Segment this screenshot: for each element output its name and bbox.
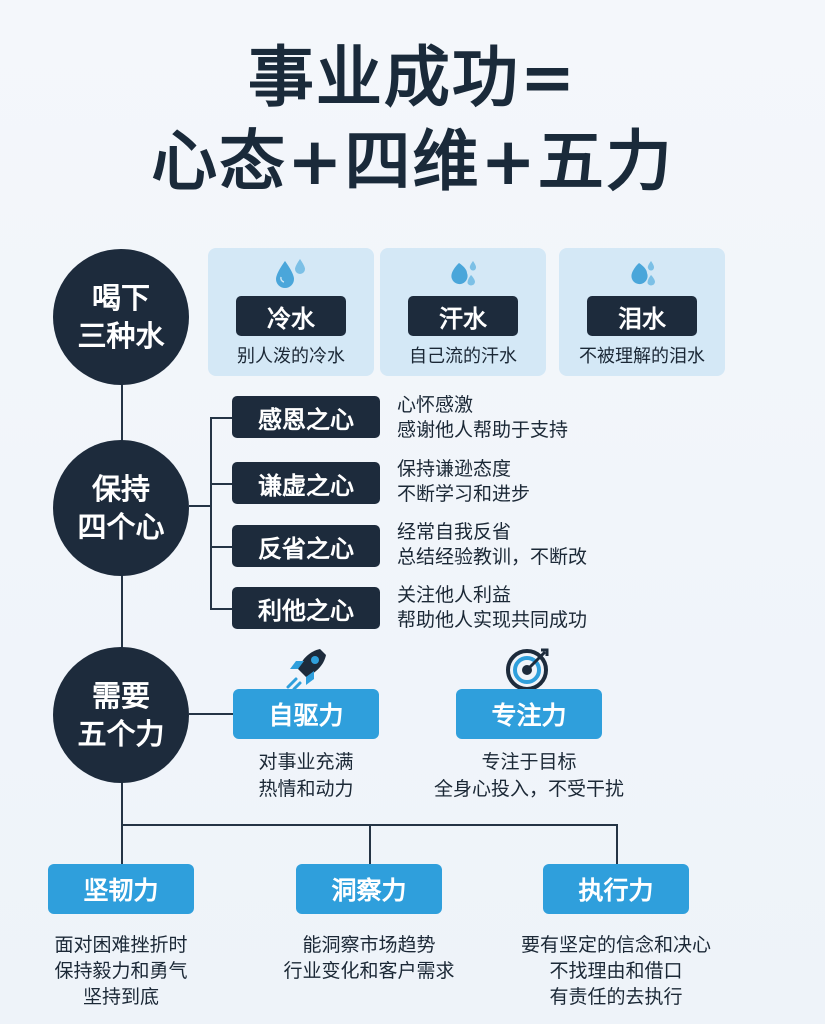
water-desc: 自己流的汗水 [409,346,517,367]
power-label-execution: 执行力 [543,864,689,914]
bottom-tree-drop [616,824,618,866]
power-desc-line: 全身心投入，不受干扰 [433,778,624,800]
heart-desc-line: 经常自我反省 [397,521,512,543]
power-desc: 能洞察市场趋势 行业变化和客户需求 [259,932,479,984]
section-label: 五个力 [77,717,165,751]
power-label-self-drive: 自驱力 [233,689,379,739]
heart-desc-line: 感谢他人帮助于支持 [397,419,569,441]
section-label: 三种水 [77,319,165,353]
power-desc-line: 热情和动力 [258,778,354,800]
heart-branch-line [210,546,232,548]
heart-bracket-line [210,417,212,609]
water-name: 汗水 [408,296,518,336]
power-label-insight: 洞察力 [296,864,442,914]
heart-desc-line: 关注他人利益 [397,584,512,606]
bottom-tree-drop [369,824,371,866]
target-icon [505,646,551,696]
power-desc-line: 行业变化和客户需求 [283,960,455,982]
heart-label-gratitude: 感恩之心 [232,396,380,438]
heart-branch-line [210,483,232,485]
power-label-resilience: 坚韧力 [48,864,194,914]
section-circle-five-powers: 需要 五个力 [53,647,189,783]
heart-connector-line [189,505,211,507]
heart-desc: 经常自我反省 总结经验教训，不断改 [397,520,587,570]
heart-desc-line: 总结经验教训，不断改 [397,546,588,568]
heart-desc-line: 帮助他人实现共同成功 [397,609,588,631]
heart-desc: 保持谦逊态度 不断学习和进步 [397,457,530,507]
heart-desc: 关注他人利益 帮助他人实现共同成功 [397,583,587,633]
power-desc-line: 不找理由和借口 [549,960,683,982]
power-desc-line: 保持毅力和勇气 [54,960,188,982]
bottom-tree-drop [121,824,123,866]
heart-branch-line [210,417,232,419]
heart-desc-line: 不断学习和进步 [397,483,531,505]
heart-branch-line [210,608,232,610]
water-desc: 不被理解的泪水 [579,346,705,367]
water-drops-icon [208,256,374,292]
page-title-line1: 事业成功= [247,39,578,116]
power-desc-line: 对事业充满 [258,751,354,773]
heart-desc-line: 保持谦逊态度 [397,458,512,480]
section-circle-four-hearts: 保持 四个心 [53,440,189,576]
power-connector-line [189,713,234,715]
power-desc-line: 专注于目标 [481,751,577,773]
section-label: 四个心 [77,510,165,544]
section-circle-three-waters: 喝下 三种水 [53,249,189,385]
power-desc: 面对困难挫折时 保持毅力和勇气 坚持到底 [11,932,231,1010]
water-card-tears: 泪水 不被理解的泪水 [559,248,725,376]
heart-label-reflection: 反省之心 [232,525,380,567]
tear-drops-icon [559,256,725,292]
water-desc: 别人泼的冷水 [237,346,345,367]
water-name: 泪水 [587,296,697,336]
power-desc-line: 要有坚定的信念和决心 [520,934,711,956]
section-label: 需要 [91,679,150,713]
power-desc-line: 能洞察市场趋势 [302,934,436,956]
rocket-icon [282,643,332,697]
power-desc-line: 面对困难挫折时 [54,934,188,956]
heart-desc-line: 心怀感激 [397,394,474,416]
sweat-drops-icon [380,256,546,292]
water-name: 冷水 [236,296,346,336]
heart-label-altruism: 利他之心 [232,587,380,629]
power-desc: 专注于目标 全身心投入，不受干扰 [409,749,649,803]
power-desc: 要有坚定的信念和决心 不找理由和借口 有责任的去执行 [496,932,736,1010]
section-label: 保持 [91,472,150,506]
water-card-cold: 冷水 别人泼的冷水 [208,248,374,376]
power-label-focus: 专注力 [456,689,602,739]
heart-desc: 心怀感激 感谢他人帮助于支持 [397,393,568,443]
power-desc-line: 有责任的去执行 [549,986,683,1008]
water-card-sweat: 汗水 自己流的汗水 [380,248,546,376]
power-desc-line: 坚持到底 [82,986,159,1008]
power-desc: 对事业充满 热情和动力 [206,749,406,803]
page-title-line2: 心态+四维+五力 [151,123,674,200]
section-label: 喝下 [91,281,150,315]
heart-label-humility: 谦虚之心 [232,462,380,504]
